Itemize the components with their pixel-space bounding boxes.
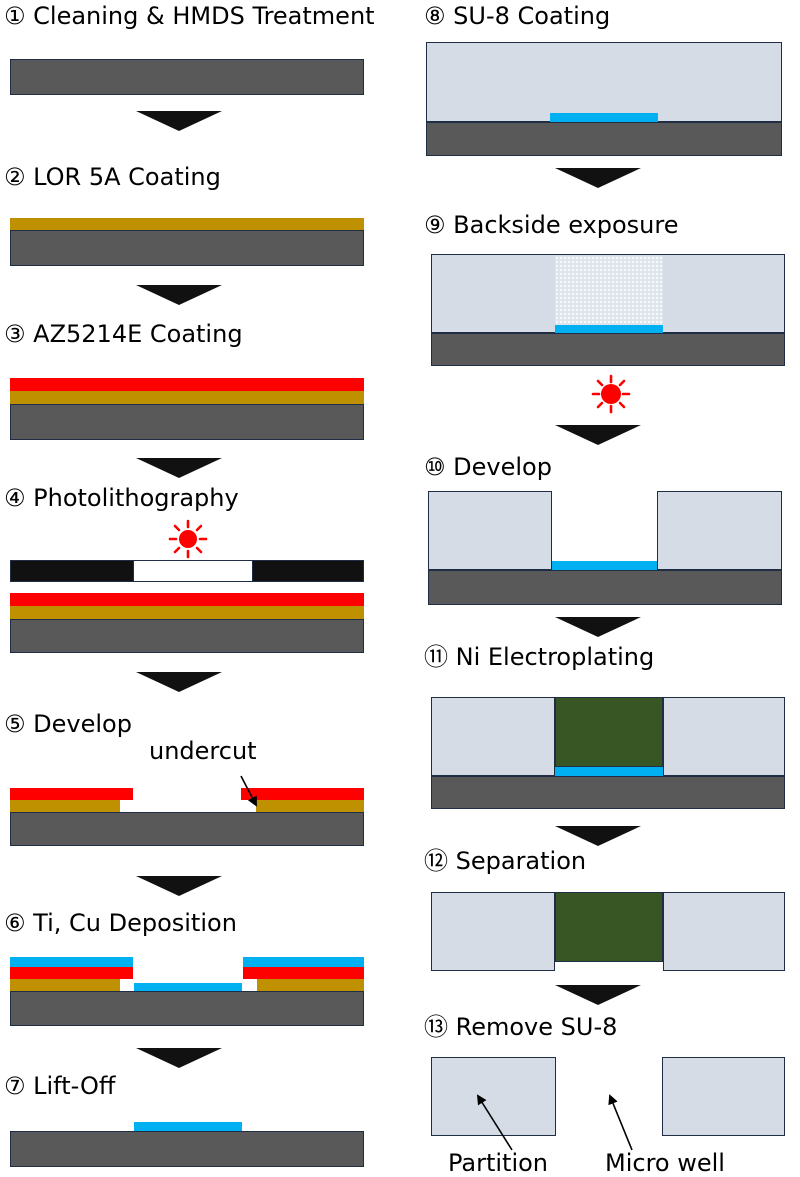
step-13-label: ⑬ Remove SU-8 xyxy=(424,1013,618,1041)
step-3-photoresist-layer xyxy=(10,378,364,391)
down-arrow-icon xyxy=(555,985,641,1005)
down-arrow-icon xyxy=(136,111,222,131)
step-6-metal-center xyxy=(134,983,242,992)
step-13-partition-left xyxy=(431,1057,556,1136)
step-12-label: ⑫ Separation xyxy=(424,847,587,875)
sun-icon xyxy=(168,519,208,559)
step-6-photoresist-right xyxy=(243,967,364,979)
sun-icon xyxy=(591,374,631,414)
down-arrow-icon xyxy=(136,285,222,305)
step-2-lor-layer xyxy=(10,218,364,230)
step-6-metal-left xyxy=(10,957,133,967)
down-arrow-icon xyxy=(136,458,222,478)
step-9-metal-pad xyxy=(555,325,663,333)
step-12-su8-left xyxy=(431,892,555,971)
step-9-substrate xyxy=(431,333,785,366)
step-3-label: ③ AZ5214E Coating xyxy=(4,320,243,348)
partition-annotation: Partition xyxy=(448,1149,549,1177)
step-11-su8-left xyxy=(431,697,555,776)
step-5-label: ⑤ Develop xyxy=(4,710,132,738)
step-5-lor-left xyxy=(10,800,120,812)
step-10-substrate xyxy=(428,570,782,605)
step-4-mask-left xyxy=(10,560,134,582)
down-arrow-icon xyxy=(136,1048,222,1068)
step-10-su8-right xyxy=(657,491,782,570)
step-12-nickel-block xyxy=(555,892,663,962)
step-7-label: ⑦ Lift-Off xyxy=(4,1072,116,1100)
step-7-substrate xyxy=(10,1131,364,1167)
down-arrow-icon xyxy=(555,168,641,188)
down-arrow-icon xyxy=(136,672,222,692)
step-3-substrate xyxy=(10,404,364,440)
step-5-lor-right xyxy=(256,800,364,812)
step-4-mask-right xyxy=(252,560,364,582)
down-arrow-icon xyxy=(555,425,641,445)
step-6-photoresist-left xyxy=(10,967,133,979)
down-arrow-icon xyxy=(555,617,641,637)
down-arrow-icon xyxy=(555,826,641,846)
step-4-substrate xyxy=(10,619,364,653)
micro-well-arrow xyxy=(608,1094,633,1151)
step-12-su8-right xyxy=(663,892,785,971)
step-9-label: ⑨ Backside exposure xyxy=(424,211,679,239)
step-5-substrate xyxy=(10,812,364,846)
step-2-label: ② LOR 5A Coating xyxy=(4,163,221,191)
step-2-substrate xyxy=(10,230,364,266)
step-4-photoresist-layer xyxy=(10,593,364,606)
step-10-label: ⑩ Develop xyxy=(424,453,552,481)
micro-well-annotation: Micro well xyxy=(605,1149,725,1177)
step-7-metal-pad xyxy=(134,1122,242,1131)
step-13-partition-right xyxy=(662,1057,785,1136)
step-9-exposed-region xyxy=(555,256,663,325)
step-4-label: ④ Photolithography xyxy=(4,484,239,512)
step-6-substrate xyxy=(10,991,364,1026)
step-4-mask-opening xyxy=(133,560,253,582)
step-1-substrate xyxy=(10,59,364,95)
step-11-nickel-block xyxy=(555,697,663,767)
step-4-lor-layer xyxy=(10,606,364,619)
step-10-metal-pad xyxy=(552,561,657,570)
step-8-metal-pad xyxy=(550,113,658,122)
undercut-annotation: undercut xyxy=(149,737,257,765)
step-5-photoresist-right xyxy=(241,788,364,800)
step-11-label: ⑪ Ni Electroplating xyxy=(424,643,655,671)
step-11-substrate xyxy=(431,776,785,809)
step-1-label: ① Cleaning & HMDS Treatment xyxy=(4,2,375,30)
step-8-label: ⑧ SU-8 Coating xyxy=(424,2,611,30)
step-8-su8-layer xyxy=(426,42,782,122)
step-10-su8-left xyxy=(428,491,552,570)
down-arrow-icon xyxy=(136,876,222,896)
step-6-metal-right xyxy=(243,957,364,967)
step-11-su8-right xyxy=(663,697,785,776)
step-11-metal-pad xyxy=(555,767,663,776)
step-6-lor-left xyxy=(10,979,120,991)
step-3-lor-layer xyxy=(10,391,364,404)
step-5-photoresist-left xyxy=(10,788,133,800)
step-6-label: ⑥ Ti, Cu Deposition xyxy=(4,909,237,937)
step-8-substrate xyxy=(426,122,782,156)
step-6-lor-right xyxy=(257,979,364,991)
